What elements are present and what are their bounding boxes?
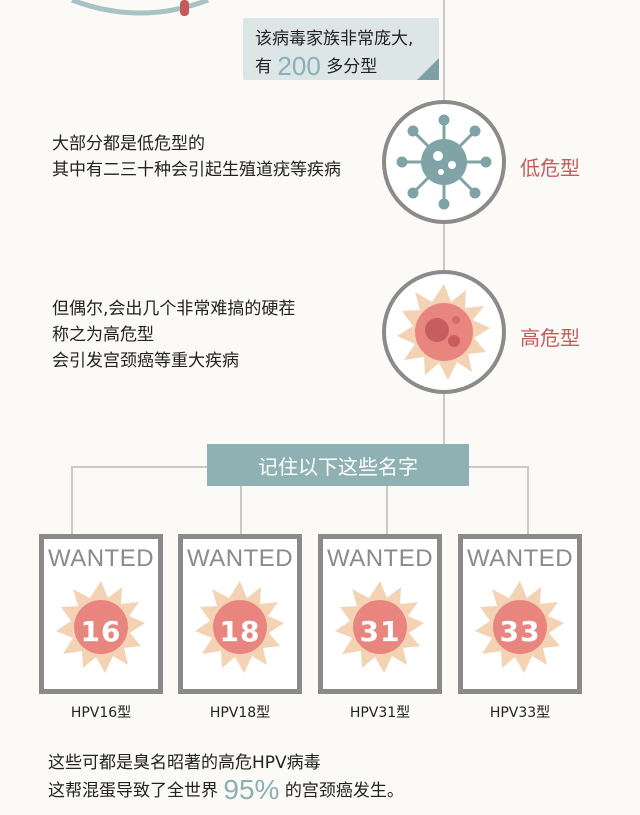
wanted-card-33: WANTED 33 [458,534,582,694]
badge-suffix: 多分型 [326,57,378,77]
wanted-title: WANTED [186,545,294,572]
top-circle-partial [71,0,209,16]
virus-icon [335,581,424,673]
wanted-card-18: WANTED 18 [178,534,302,694]
bottom-line-1: 这些可都是臭名昭著的高危HPV病毒 [48,753,321,773]
names-banner: 记住以下这些名字 [207,444,469,486]
virus-icon [475,581,564,673]
bottom-suffix: 的宫颈癌发生。 [284,781,404,801]
high-risk-line-3: 会引发宫颈癌等重大疾病 [52,351,239,371]
hpv-caption-18: HPV18型 [209,705,271,721]
bottom-prefix: 这帮混蛋导致了全世界 [48,781,218,801]
connector-branch-4 [527,466,529,534]
wanted-title: WANTED [466,545,574,572]
connector-branch-1 [71,466,73,534]
high-risk-virus-icon [397,284,490,380]
low-risk-line-1: 大部分都是低危型的 [52,134,205,154]
high-risk-label: 高危型 [520,326,580,350]
badge-number: 200 [277,51,321,81]
badge-line-1: 该病毒家族非常庞大, [255,29,414,49]
cancer-percentage: 95% [223,774,280,805]
high-risk-description: 但偶尔,会出几个非常难搞的硬茬 称之为高危型 会引发宫颈癌等重大疾病 [52,296,295,374]
low-risk-description: 大部分都是低危型的 其中有二三十种会引起生殖道疣等疾病 [52,131,341,183]
wanted-card-16: WANTED 16 [39,534,163,694]
wanted-number: 33 [499,615,541,648]
badge-corner-fold [417,58,439,80]
hpv-caption-33: HPV33型 [489,705,551,721]
high-risk-line-2: 称之为高危型 [52,325,154,345]
wanted-number: 18 [219,615,261,648]
virus-icon [195,581,284,673]
wanted-number: 16 [80,615,122,648]
low-risk-label: 低危型 [520,156,580,180]
family-size-badge: 该病毒家族非常庞大, 有 200 多分型 [243,18,439,82]
badge-prefix: 有 [255,57,272,77]
low-risk-virus-circle [382,100,506,224]
wanted-number: 31 [359,615,401,648]
bottom-line-2: 这帮混蛋导致了全世界 95% 的宫颈癌发生。 [48,774,404,806]
wanted-title: WANTED [47,545,155,572]
hpv-caption-31: HPV31型 [349,705,411,721]
connector-branch-2 [240,486,242,534]
low-risk-line-2: 其中有二三十种会引起生殖道疣等疾病 [52,160,341,180]
wanted-title: WANTED [326,545,434,572]
high-risk-line-1: 但偶尔,会出几个非常难搞的硬茬 [52,299,296,319]
hpv-caption-16: HPV16型 [70,705,132,721]
connector-branch-3 [386,486,388,534]
wanted-card-31: WANTED 31 [318,534,442,694]
badge-line-2: 有 200 多分型 [255,51,377,82]
low-risk-virus-icon [396,114,492,210]
virus-icon [56,581,145,673]
high-risk-virus-circle [382,270,506,394]
